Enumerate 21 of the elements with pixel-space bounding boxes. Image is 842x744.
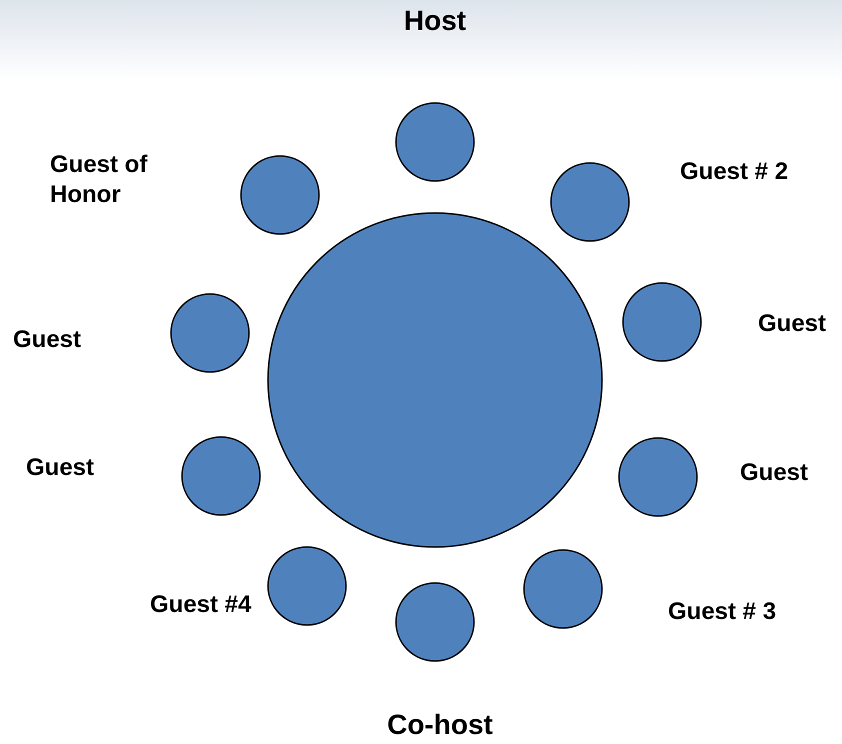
seat-circle: [181, 436, 261, 516]
seat-label: Guest: [26, 453, 96, 483]
seat-circle: [523, 549, 603, 629]
seat-circle: [395, 102, 475, 182]
seat-circle: [240, 155, 320, 235]
seat-label: Guest: [13, 325, 82, 355]
seat-label: Guest # 3: [668, 597, 778, 627]
seat-circle: [622, 282, 702, 362]
seat-circle: [550, 162, 630, 242]
table-circle: [267, 212, 603, 548]
seat-label: Host: [402, 6, 468, 36]
seat-circle: [267, 546, 347, 626]
seat-label: Guest #4: [150, 590, 252, 620]
seat-circle: [395, 582, 475, 662]
seat-label: Guest # 2: [680, 157, 790, 187]
seat-label: Guest: [740, 458, 810, 488]
seat-label: Guest: [758, 309, 828, 339]
seat-circle: [170, 293, 250, 373]
seat-label: Co-host: [386, 710, 494, 740]
seat-circle: [618, 437, 698, 517]
seat-label: Guest of Honor: [50, 150, 148, 210]
